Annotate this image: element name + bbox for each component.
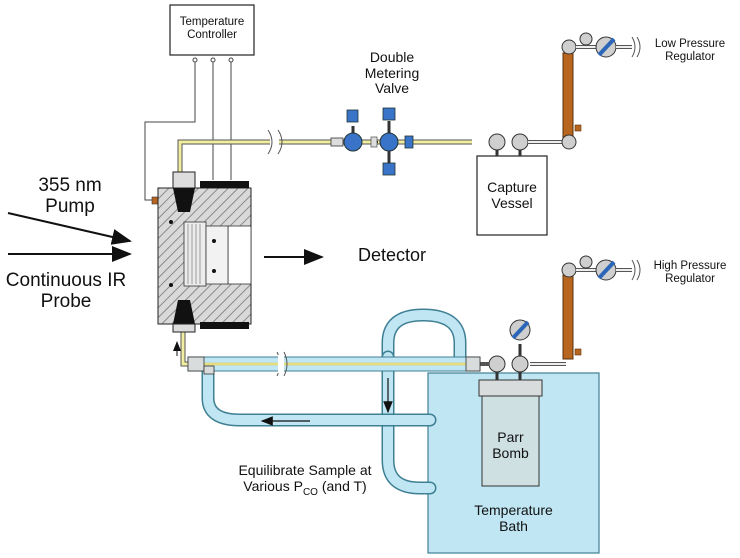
- equilibrate-label-subscript: CO: [302, 486, 318, 498]
- temperature-bath-label-line1: Temperature: [474, 502, 553, 518]
- high-pressure-regulator-label-line2: Regulator: [665, 272, 715, 285]
- parr-bomb-label-line2: Bomb: [492, 444, 529, 461]
- equilibrate-label-prefix: Various P: [243, 477, 303, 494]
- high-pressure-regulator-label-line1: High Pressure: [653, 260, 727, 272]
- pump-label-line1: 355 nm: [38, 175, 102, 196]
- pump-label: 355 nm Pump: [20, 175, 120, 218]
- temperature-controller: [169, 4, 255, 56]
- parr-bomb-label: Parr Bomb: [482, 429, 539, 461]
- controller-wires: [144, 57, 234, 201]
- temperature-controller-label-line1: Temperature: [179, 16, 245, 28]
- probe-label: Continuous IR Probe: [0, 270, 132, 313]
- pump-beam-arrow: [7, 212, 132, 245]
- equilibrate-label-line2: Various PCO (and T): [225, 477, 385, 498]
- capture-vessel-label: Capture Vessel: [477, 179, 547, 211]
- temperature-controller-label: Temperature Controller: [170, 16, 254, 42]
- pressure-regulator-icon-high: [530, 255, 641, 366]
- low-pressure-regulator-label: Low Pressure Regulator: [640, 38, 740, 64]
- double-metering-valve-label-line2: Metering: [364, 64, 420, 81]
- capture-vessel-label-line2: Vessel: [491, 194, 533, 211]
- metering-valve-icon: [330, 107, 414, 176]
- capture-vessel: [476, 155, 548, 236]
- parr-bomb-label-line1: Parr: [497, 429, 524, 445]
- high-pressure-regulator-label: High Pressure Regulator: [640, 260, 740, 286]
- parr-bomb-cap: [478, 379, 543, 397]
- temperature-controller-label-line2: Controller: [187, 28, 237, 41]
- double-metering-valve-label-line3: Valve: [375, 80, 409, 97]
- temperature-bath-label-line2: Bath: [499, 517, 528, 534]
- temperature-bath-label: Temperature Bath: [428, 502, 599, 534]
- pressure-regulator-icon: [561, 32, 641, 150]
- parr-bomb: [481, 395, 540, 487]
- low-pressure-regulator-label-line2: Regulator: [665, 50, 715, 63]
- bath-circulation-tubing: [201, 308, 467, 495]
- ir-sample-cell-icon: [157, 171, 252, 333]
- double-metering-valve-label-line1: Double: [369, 49, 415, 65]
- equilibrate-label: Equilibrate Sample at Various PCO (and T…: [225, 462, 385, 498]
- probe-label-line1: Continuous IR: [5, 270, 127, 291]
- equilibrate-label-line1: Equilibrate Sample at: [238, 462, 372, 478]
- pump-label-line2: Pump: [45, 196, 95, 218]
- ball-valve-icon: [488, 133, 566, 156]
- low-pressure-regulator-label-line1: Low Pressure: [654, 38, 726, 50]
- detector-label: Detector: [358, 245, 427, 265]
- capture-vessel-label-line1: Capture: [487, 179, 537, 195]
- double-metering-valve-label: Double Metering Valve: [352, 49, 432, 97]
- pressure-gauge-icon: [187, 319, 531, 380]
- probe-label-line2: Probe: [40, 291, 92, 313]
- equilibrate-label-suffix: (and T): [317, 477, 367, 494]
